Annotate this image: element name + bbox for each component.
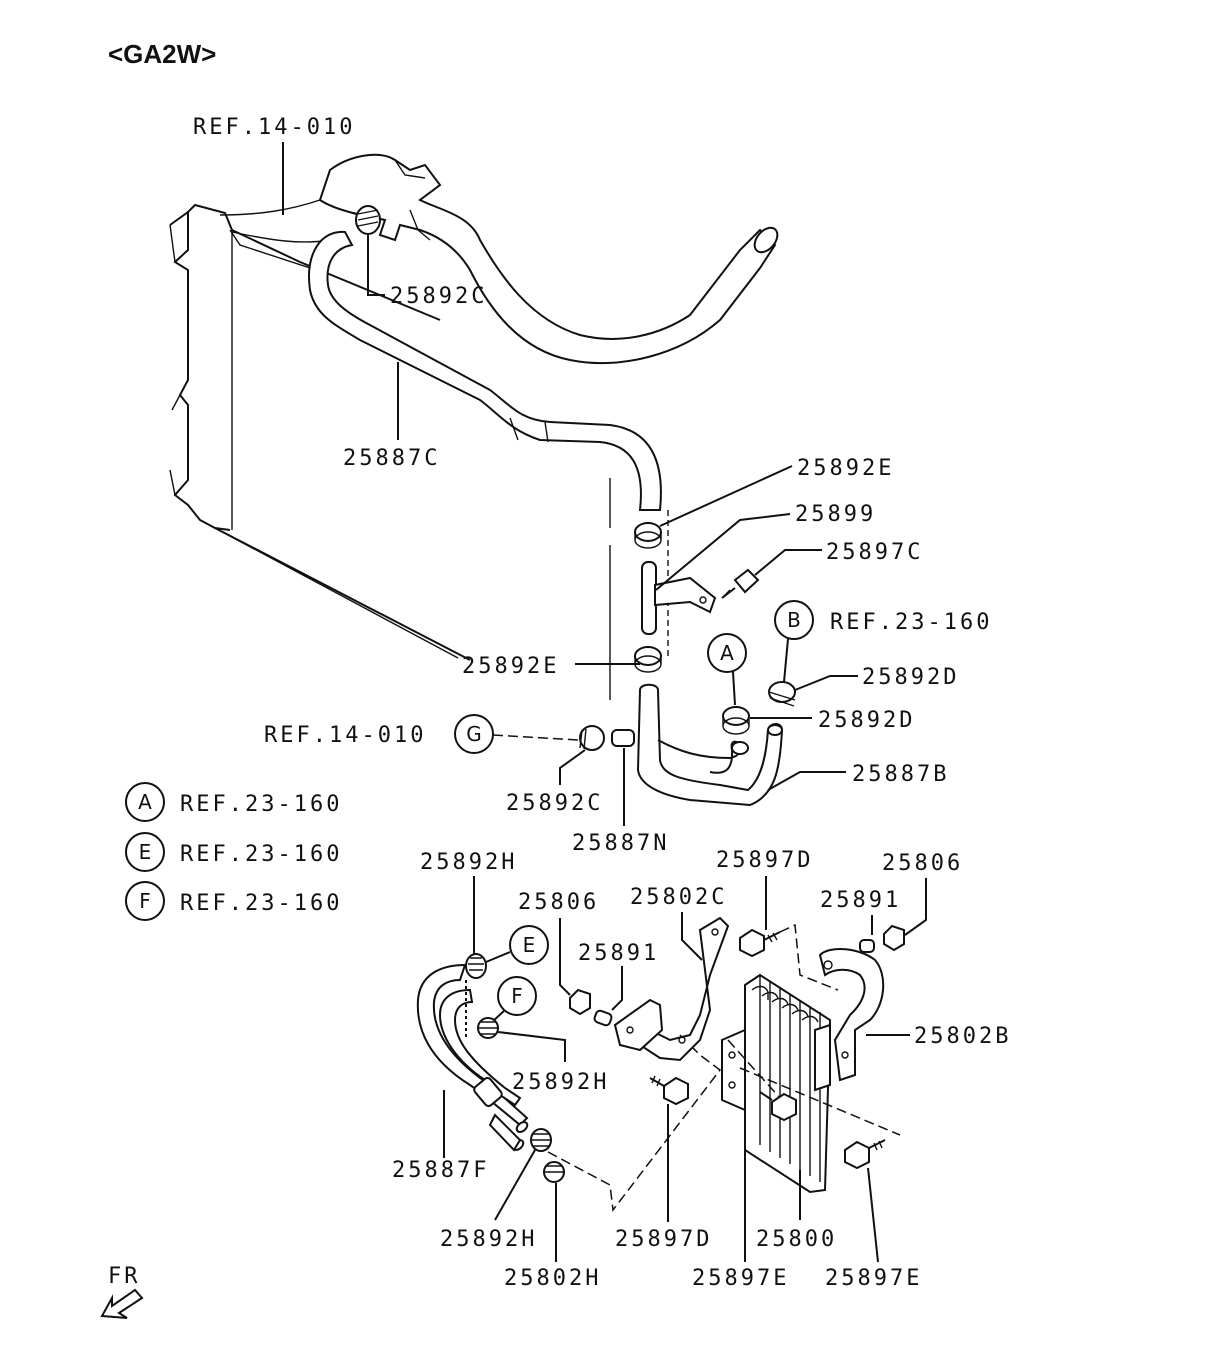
legend-a-circle (125, 782, 165, 822)
callout-e-circle (509, 925, 549, 965)
bolt-25897e-right (844, 1139, 886, 1170)
leader-a (732, 671, 736, 706)
clamp-25892c-bottom (579, 725, 605, 751)
bracket-25802b (818, 948, 885, 1082)
leader-25892d-right (794, 675, 858, 691)
label-25800: 25800 (756, 1227, 837, 1252)
bolt-25897c (721, 568, 760, 599)
label-25892c-bottom: 25892C (506, 791, 603, 816)
leader-25897e-right (867, 1167, 879, 1263)
leader-25892e-top (659, 465, 793, 527)
legend-f-ref: REF.23-160 (180, 891, 342, 916)
leader-25887b (767, 771, 846, 791)
label-25887f: 25887F (392, 1158, 489, 1183)
label-25899: 25899 (795, 502, 876, 527)
leader-25802c (681, 912, 703, 961)
hose-25887f (416, 963, 529, 1152)
legend-f-circle (125, 881, 165, 921)
label-25802b: 25802B (914, 1024, 1011, 1049)
label-25887n: 25887N (572, 831, 669, 856)
clamp-25892c-top (355, 205, 381, 235)
label-25892h-bottom: 25892H (440, 1227, 537, 1252)
clamp-25802h (543, 1161, 565, 1183)
diagram-title: <GA2W> (108, 39, 216, 69)
leader-25892c-top (367, 234, 385, 296)
leader-25806-left (559, 918, 571, 996)
clamp-25892h-top (465, 953, 487, 979)
pipe-25887n (611, 729, 635, 747)
legend-e-letter: E (139, 840, 152, 864)
label-25897e-left: 25897E (692, 1266, 789, 1291)
label-ref-23-160-b: REF.23-160 (830, 610, 992, 635)
leader-g (492, 734, 579, 741)
hose-25887c (308, 230, 662, 511)
nut-25806-left (569, 988, 591, 1016)
callout-b-letter: B (787, 608, 801, 632)
leader-25892h-bottom (494, 1149, 536, 1221)
leader-25897c (754, 549, 822, 576)
label-ref-14-010-top: REF.14-010 (193, 115, 355, 140)
leader-25806-right (904, 878, 927, 936)
oil-cooler-25800 (721, 973, 832, 1194)
label-25892e-top: 25892E (797, 456, 894, 481)
bolt-25897d-bottom (649, 1075, 689, 1106)
label-25892d-right: 25892D (862, 665, 959, 690)
callout-g-circle (454, 714, 494, 754)
callout-g-letter: G (466, 722, 482, 746)
callout-e-letter: E (523, 933, 536, 957)
label-25806-left: 25806 (518, 890, 599, 915)
label-25897e-right: 25897E (825, 1266, 922, 1291)
label-25887b: 25887B (852, 762, 949, 787)
clamp-25892d-mid (722, 706, 750, 735)
leader-25892h-mid (497, 1031, 566, 1062)
clamp-25892h-mid (477, 1017, 499, 1039)
fr-label: FR (108, 1264, 141, 1289)
label-25892d-mid: 25892D (818, 708, 915, 733)
leader-b (783, 638, 789, 683)
legend-e-circle (125, 832, 165, 872)
label-25897d-top: 25897D (716, 848, 813, 873)
label-ref-14-010-g: REF.14-010 (264, 723, 426, 748)
leader-25899 (655, 513, 791, 591)
label-25802h: 25802H (504, 1266, 601, 1291)
leader-25891-left (611, 966, 623, 1011)
clamp-25892e-lower (634, 646, 662, 673)
pipe-25899 (641, 561, 717, 635)
label-25897c: 25897C (826, 540, 923, 565)
nut-25806-right (883, 924, 905, 952)
bolt-25897e-left (759, 1091, 797, 1122)
hose-25887b (636, 683, 784, 807)
label-25891-right: 25891 (820, 888, 901, 913)
collar-25891-left (593, 1009, 613, 1027)
label-25802c: 25802C (630, 885, 727, 910)
callout-a-letter: A (720, 641, 734, 665)
legend-a-ref: REF.23-160 (180, 792, 342, 817)
bracket-25802c (613, 916, 730, 1062)
callout-f-letter: F (511, 984, 523, 1008)
label-25806-right: 25806 (882, 851, 963, 876)
legend-a-letter: A (138, 790, 152, 814)
label-25892e-mid: 25892E (462, 654, 559, 679)
callout-f-circle (497, 976, 537, 1016)
label-25887c: 25887C (343, 446, 440, 471)
label-25891-left: 25891 (578, 941, 659, 966)
leader-25892c-bottom (559, 749, 586, 785)
callout-a-circle (707, 633, 747, 673)
legend: A REF.23-160 E REF.23-160 F REF.23-160 (125, 782, 342, 921)
label-25892h-top: 25892H (420, 850, 517, 875)
label-25892c-top: 25892C (390, 284, 487, 309)
legend-f-letter: F (139, 889, 151, 913)
label-25892h-mid: 25892H (512, 1070, 609, 1095)
clamp-25892h-bottom (530, 1128, 552, 1152)
collar-25891-right (859, 939, 875, 953)
upper-radiator-hose (219, 153, 779, 364)
legend-e-ref: REF.23-160 (180, 842, 342, 867)
label-25897d-bottom: 25897D (615, 1227, 712, 1252)
clamp-25892e-upper (634, 522, 662, 549)
bolt-25897d-top (739, 928, 781, 958)
clamp-25892d-right (768, 681, 796, 707)
front-arrow-icon (100, 1288, 144, 1319)
callout-b-circle (774, 600, 814, 640)
